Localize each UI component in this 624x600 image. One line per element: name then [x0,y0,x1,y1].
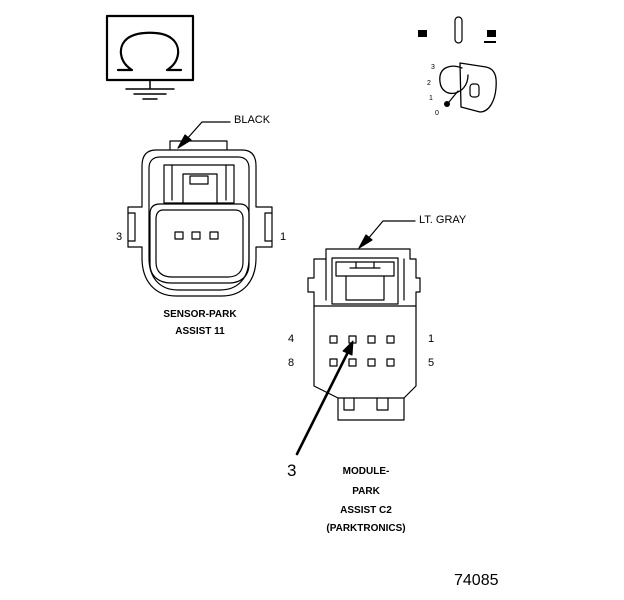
sensor-pin-3-label: 3 [116,231,123,243]
module-connector-name-line3: ASSIST C2 [340,505,392,516]
module-pin-4-label: 4 [288,333,295,345]
module-pin-1-label: 1 [428,333,435,345]
ohm-ground-symbol-icon [105,14,195,100]
black-wire-leader [177,121,231,149]
key-position-0: 0 [435,110,439,117]
module-pin-5-label: 5 [428,357,435,369]
ignition-key-icon [418,16,497,113]
sensor-wire-color-label: BLACK [234,114,271,126]
module-connector-name-line2: PARK [352,486,380,497]
module-pin-8-label: 8 [288,357,295,369]
callout-3-arrow [295,340,354,456]
module-wire-color-label: LT. GRAY [419,214,467,226]
module-connector-name-line4: (PARKTRONICS) [326,523,406,534]
figure-number: 74085 [454,572,499,589]
module-connector-name-line1: MODULE- [342,466,390,477]
key-position-2: 2 [427,80,431,87]
sensor-connector-name-line1: SENSOR-PARK [163,309,237,320]
key-position-3: 3 [431,64,435,71]
key-position-1: 1 [429,95,433,102]
module-connector-drawing [307,248,421,421]
callout-number: 3 [287,461,297,480]
sensor-pin-1-label: 1 [280,231,287,243]
sensor-connector-drawing [127,140,273,297]
sensor-connector-name-line2: ASSIST 11 [175,326,225,337]
gray-wire-leader [358,220,416,249]
